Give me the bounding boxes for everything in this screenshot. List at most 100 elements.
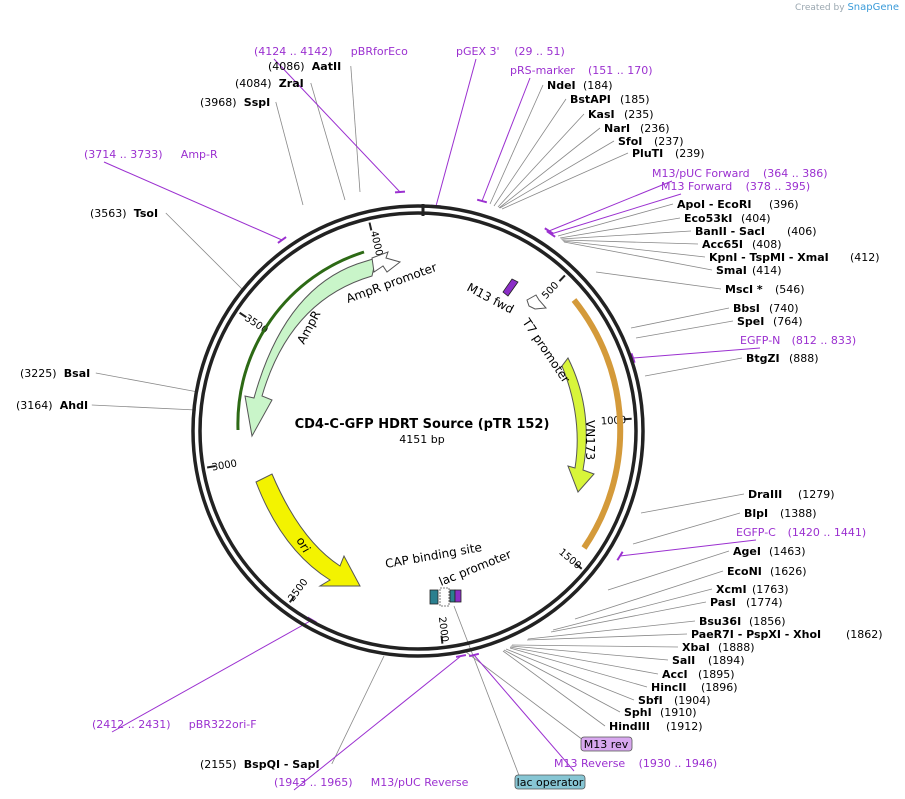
ori-feature[interactable] bbox=[255, 473, 361, 587]
enzyme-site[interactable]: (1912)HindIII bbox=[609, 720, 703, 733]
primer-site[interactable]: (2412 .. 2431)pBR322ori-F bbox=[92, 718, 257, 731]
primer-leader bbox=[293, 655, 462, 791]
enzyme-site[interactable]: (1896)HincII bbox=[651, 681, 738, 694]
enzyme-site[interactable]: (1279)DraIII bbox=[748, 488, 835, 501]
enzyme-site[interactable]: (3225)BsaI bbox=[20, 367, 90, 380]
enzyme-site[interactable]: (412)KpnI - TspMI - XmaI bbox=[709, 251, 880, 264]
enzyme-site[interactable]: (740)BbsI bbox=[733, 302, 799, 315]
lac-operator-label: lac operator bbox=[517, 776, 584, 789]
enzyme-leader bbox=[644, 357, 743, 377]
enzyme-position: (1895) bbox=[698, 668, 735, 681]
enzyme-site[interactable]: (1463)AgeI bbox=[733, 545, 806, 558]
t7-promoter-feature[interactable] bbox=[526, 294, 548, 310]
enzyme-site[interactable]: (1910)SphI bbox=[624, 706, 697, 719]
primer-site[interactable]: (4124 .. 4142)pBRforEco bbox=[254, 45, 408, 58]
enzyme-leader bbox=[497, 113, 585, 208]
enzyme-site[interactable]: (2155)BspQI - SapI bbox=[200, 758, 320, 771]
enzyme-site[interactable]: (1388)BlpI bbox=[744, 507, 817, 520]
m13-fwd-feature[interactable] bbox=[502, 278, 519, 297]
tick-label: 1500 bbox=[556, 547, 583, 572]
enzyme-position: (4084) bbox=[235, 77, 272, 90]
enzyme-site[interactable]: (888)BtgZI bbox=[746, 352, 819, 365]
ampr-track bbox=[236, 250, 365, 431]
enzyme-site[interactable]: (239)PluTI bbox=[632, 147, 705, 160]
enzyme-name: SpeI bbox=[737, 315, 764, 328]
enzyme-site[interactable]: (3563)TsoI bbox=[90, 207, 158, 220]
enzyme-position: (1862) bbox=[846, 628, 883, 641]
primer-name: M13/pUC Forward bbox=[652, 167, 750, 180]
enzyme-position: (740) bbox=[769, 302, 799, 315]
primer-name: pBRforEco bbox=[351, 45, 408, 58]
enzyme-site[interactable]: (184)NdeI bbox=[547, 79, 613, 92]
enzyme-site[interactable]: (1904)SbfI bbox=[638, 694, 711, 707]
primer-site[interactable]: pGEX 3'(29 .. 51) bbox=[456, 45, 565, 58]
enzyme-position: (396) bbox=[769, 198, 799, 211]
primer-site[interactable]: (3714 .. 3733)Amp-R bbox=[84, 148, 218, 161]
enzyme-site[interactable]: (1895)AccI bbox=[662, 668, 735, 681]
primer-leader bbox=[273, 58, 401, 193]
enzyme-leader bbox=[635, 320, 734, 339]
m13-rev-label: M13 rev bbox=[584, 738, 629, 751]
primer-name: M13/pUC Reverse bbox=[371, 776, 469, 789]
enzyme-name: ApoI - EcoRI bbox=[677, 198, 751, 211]
enzyme-leader bbox=[503, 649, 621, 713]
primer-site[interactable]: M13/pUC Forward(364 .. 386) bbox=[652, 167, 828, 180]
enzyme-site[interactable]: (408)Acc65I bbox=[702, 238, 782, 251]
enzyme-position: (1904) bbox=[674, 694, 711, 707]
ampr-feature[interactable] bbox=[244, 257, 377, 438]
primer-site[interactable]: M13 Reverse(1930 .. 1946) bbox=[554, 757, 717, 770]
enzyme-site[interactable]: (764)SpeI bbox=[737, 315, 803, 328]
enzyme-position: (185) bbox=[620, 93, 650, 106]
primer-mark bbox=[546, 230, 556, 238]
vn173-feature[interactable] bbox=[561, 357, 595, 493]
enzyme-name: XcmI bbox=[716, 583, 747, 596]
enzyme-site[interactable]: (3164)AhdI bbox=[16, 399, 88, 412]
enzyme-site[interactable]: (414)SmaI bbox=[716, 264, 782, 277]
primer-site[interactable]: M13 Forward(378 .. 395) bbox=[661, 180, 810, 193]
primer-site[interactable]: EGFP-C(1420 .. 1441) bbox=[736, 526, 866, 539]
enzyme-site[interactable]: (1856)Bsu36I bbox=[699, 615, 786, 628]
enzyme-site[interactable]: (237)SfoI bbox=[618, 135, 684, 148]
ampr-promoter-feature[interactable] bbox=[371, 251, 402, 273]
m13-rev-leader bbox=[465, 651, 584, 741]
enzyme-site[interactable]: (1888)XbaI bbox=[682, 641, 755, 654]
enzyme-name: XbaI bbox=[682, 641, 710, 654]
enzyme-site[interactable]: (3968)SspI bbox=[200, 96, 270, 109]
primer-site[interactable]: M13/pUC Reverse(1943 .. 1965) bbox=[274, 776, 469, 789]
enzyme-site[interactable]: (235)KasI bbox=[588, 108, 654, 121]
lac-promoter-feature[interactable] bbox=[439, 587, 450, 607]
enzyme-position: (235) bbox=[624, 108, 654, 121]
enzyme-site[interactable]: (396) ApoI - EcoRI bbox=[677, 198, 799, 211]
enzyme-site[interactable]: (4084)ZraI bbox=[235, 77, 304, 90]
enzyme-site[interactable]: (1894)SalI bbox=[672, 654, 745, 667]
enzyme-position: (3225) bbox=[20, 367, 57, 380]
enzyme-site[interactable]: (185)BstAPI bbox=[570, 93, 650, 106]
cap-binding-site-feature[interactable] bbox=[429, 589, 439, 605]
primer-site[interactable]: pRS-marker(151 .. 170) bbox=[510, 64, 653, 77]
backbone-inner bbox=[198, 211, 638, 651]
enzyme-site[interactable]: (1774)PasI bbox=[710, 596, 783, 609]
enzyme-site[interactable]: (546)MscI * bbox=[725, 283, 805, 296]
enzyme-leader bbox=[310, 82, 346, 201]
enzyme-site[interactable]: (1763)XcmI bbox=[716, 583, 789, 596]
enzyme-site[interactable]: (1626)EcoNI bbox=[727, 565, 807, 578]
enzyme-leader bbox=[561, 239, 699, 245]
enzyme-site[interactable]: (4086)AatII bbox=[268, 60, 341, 73]
primer-name: pRS-marker bbox=[510, 64, 575, 77]
lac-operator-feature[interactable] bbox=[449, 589, 456, 603]
enzyme-name: TsoI bbox=[134, 207, 158, 220]
enzyme-site[interactable]: (404)Eco53kI bbox=[684, 212, 771, 225]
primer-mark bbox=[394, 190, 406, 194]
enzyme-name: BtgZI bbox=[746, 352, 780, 365]
m13-rev-feature[interactable] bbox=[454, 589, 462, 603]
tick-mark bbox=[368, 222, 373, 231]
enzyme-site[interactable]: (406)BanII - SacI bbox=[695, 225, 817, 238]
enzyme-position: (546) bbox=[775, 283, 805, 296]
enzyme-site[interactable]: (1862)PaeR7I - PspXI - XhoI bbox=[691, 628, 883, 641]
enzyme-leader bbox=[559, 217, 681, 239]
enzyme-name: DraIII bbox=[748, 488, 782, 501]
primer-site[interactable]: EGFP-N(812 .. 833) bbox=[740, 334, 856, 347]
enzyme-name: SphI bbox=[624, 706, 652, 719]
enzyme-site[interactable]: (236)NarI bbox=[604, 122, 670, 135]
tick-label: 500 bbox=[540, 280, 561, 301]
